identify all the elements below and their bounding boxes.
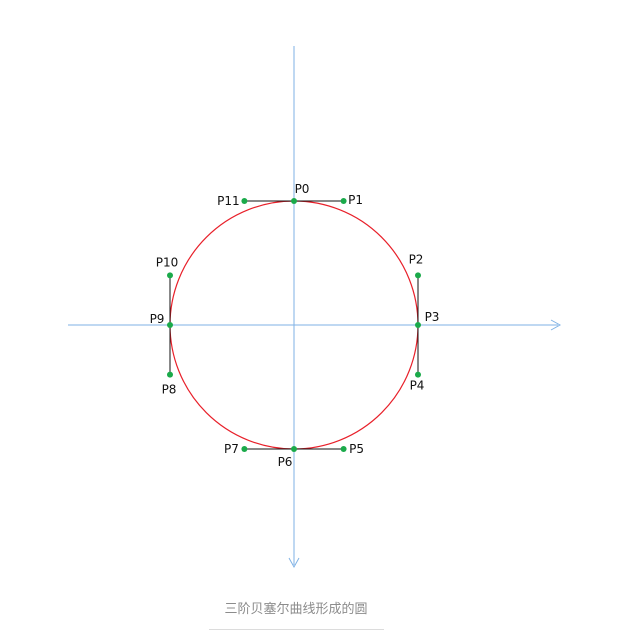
label-p3: P3 bbox=[425, 310, 440, 324]
point-p8 bbox=[167, 371, 173, 378]
point-p2 bbox=[415, 272, 421, 279]
label-p10: P10 bbox=[156, 255, 179, 269]
point-p3 bbox=[415, 322, 421, 328]
label-p11: P11 bbox=[217, 194, 240, 208]
point-p6 bbox=[291, 446, 297, 452]
axes bbox=[68, 46, 562, 569]
y-axis-arrowhead bbox=[288, 557, 300, 569]
label-p2: P2 bbox=[409, 252, 424, 266]
control-points bbox=[167, 198, 421, 452]
point-p11 bbox=[241, 198, 248, 204]
point-p1 bbox=[340, 198, 347, 204]
label-p6: P6 bbox=[278, 455, 293, 469]
caption-divider bbox=[209, 629, 384, 630]
label-p0: P0 bbox=[295, 182, 310, 196]
label-p1: P1 bbox=[348, 193, 363, 207]
x-axis-arrowhead bbox=[550, 319, 562, 331]
label-p4: P4 bbox=[410, 379, 425, 393]
point-p5 bbox=[340, 446, 347, 452]
point-p0 bbox=[291, 198, 297, 204]
point-p10 bbox=[167, 272, 173, 279]
label-p8: P8 bbox=[162, 383, 177, 397]
label-p9: P9 bbox=[150, 312, 165, 326]
label-p5: P5 bbox=[349, 442, 364, 456]
point-p9 bbox=[167, 322, 173, 328]
figure-caption: 三阶贝塞尔曲线形成的圆 bbox=[224, 602, 368, 617]
point-p4 bbox=[415, 371, 421, 378]
label-p7: P7 bbox=[224, 442, 239, 456]
point-p7 bbox=[241, 446, 248, 452]
